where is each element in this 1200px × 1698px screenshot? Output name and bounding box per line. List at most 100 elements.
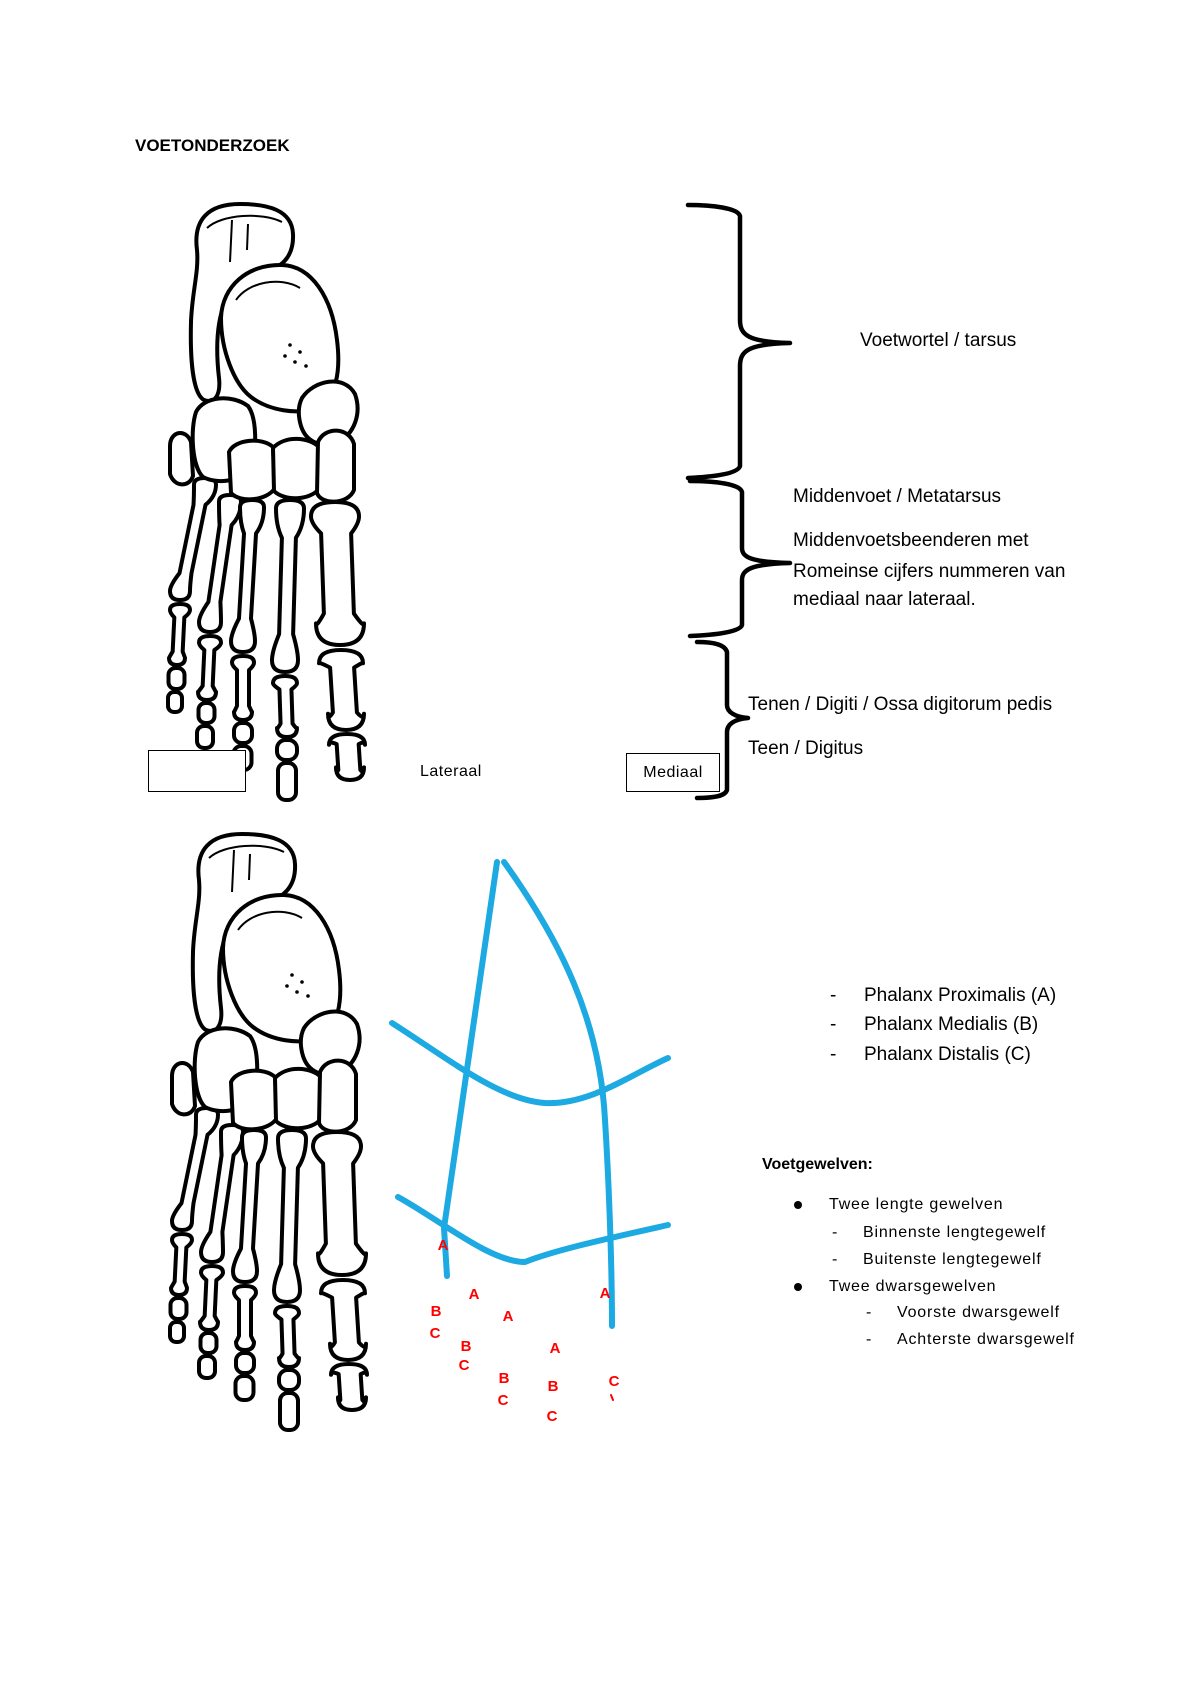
talus-texture-dot (283, 354, 287, 358)
foot-skeleton-bottom (168, 832, 369, 1432)
phalanx-letter: A (600, 1285, 611, 1302)
empty-label-box (148, 750, 246, 792)
calcaneus-contour-line (206, 214, 283, 229)
list-dash: - (830, 985, 837, 1006)
phalanx-letter: C (430, 1325, 441, 1342)
talus-texture-dot (288, 343, 292, 347)
proximal-phalanx-5-bone (167, 602, 192, 667)
phalanx-letter: B (548, 1378, 559, 1395)
list-dash: - (866, 1331, 873, 1348)
medial-label-box: Mediaal (626, 753, 720, 792)
lateral-label: Lateraal (420, 763, 482, 780)
calcaneus-hatch-line (229, 219, 233, 263)
distal-phalanx-2-bone (278, 1391, 300, 1432)
list-dash: - (832, 1251, 839, 1268)
calcaneus-hatch-line (246, 223, 249, 251)
distal-phalanx-4-bone (197, 1354, 217, 1380)
talus-texture-dot (304, 364, 308, 368)
tarsus-label: Voetwortel / tarsus (860, 330, 1017, 351)
list-dash: - (830, 1014, 837, 1035)
metatarsus-label: Middenvoet / Metatarsus (793, 486, 1002, 507)
phalanx-letter: C (547, 1408, 558, 1425)
talus-texture-dot (293, 360, 297, 364)
distal-phalanx-3-bone (233, 1374, 256, 1402)
metatarsal-3-bone (229, 498, 266, 654)
proximal-phalanx-5-bone (169, 1232, 194, 1297)
bullet-icon (794, 1201, 802, 1209)
metatarsal-5-bone (168, 476, 218, 602)
lateral-cuneiform-bone (227, 438, 277, 502)
stray-pen-mark (610, 1394, 614, 1401)
fifth-metatarsal-tuberosity-bone (168, 431, 195, 487)
digits-brace (694, 639, 751, 801)
middle-phalanx-3-bone (234, 1351, 256, 1375)
phalanx-letter: C (459, 1357, 470, 1374)
talus-texture-dot (285, 984, 289, 988)
metatarsus-note-line: mediaal naar lateraal. (793, 589, 976, 610)
bullet-icon (794, 1283, 802, 1291)
calcaneus-contour-line (208, 844, 285, 859)
talus-texture-dot (295, 990, 299, 994)
talus-texture-dot (300, 980, 304, 984)
proximal-phalanx-2-bone (273, 1304, 301, 1369)
middle-phalanx-4-bone (196, 701, 217, 725)
distal-phalanx-1-bone (327, 732, 367, 782)
proximal-phalanx-4-bone (198, 1264, 225, 1332)
anterior-transverse-arch-line (395, 1194, 671, 1265)
arch-subitem: Achterste dwarsgewelf (897, 1331, 1075, 1348)
talus-bone (219, 262, 341, 414)
proximal-phalanx-3-bone (230, 654, 256, 722)
talus-texture-dot (306, 994, 310, 998)
metatarsals-and-phalanges (168, 1106, 369, 1432)
list-dash: - (866, 1304, 873, 1321)
fifth-metatarsal-tuberosity-bone (170, 1061, 197, 1117)
medial-cuneiform-bone (315, 428, 356, 504)
lateral-longitudinal-arch-line (501, 859, 615, 1329)
phalanx-letter: B (461, 1338, 472, 1355)
middle-phalanx-5-bone (168, 1296, 189, 1321)
proximal-phalanx-3-bone (232, 1284, 258, 1352)
digits-label: Tenen / Digiti / Ossa digitorum pedis (748, 694, 1053, 715)
phalanx-letter: A (438, 1237, 449, 1254)
calcaneus-hatch-line (231, 849, 235, 893)
middle-phalanx-2-bone (277, 1368, 301, 1392)
middle-phalanx-3-bone (232, 721, 254, 745)
middle-phalanx-2-bone (275, 738, 299, 762)
foot-skeleton-top (166, 202, 367, 802)
phalanx-medialis-item: Phalanx Medialis (B) (864, 1014, 1039, 1035)
metatarsus-brace (687, 478, 793, 639)
talus-texture-dot (290, 973, 294, 977)
list-dash: - (832, 1224, 839, 1241)
proximal-phalanx-4-bone (196, 634, 223, 702)
distal-phalanx-2-bone (276, 761, 298, 802)
phalanx-letter-labels: A A B C A B C A B C B C A C (430, 1237, 620, 1425)
metatarsal-1-bone (311, 1130, 368, 1277)
distal-phalanx-5-bone (168, 1320, 186, 1344)
list-dash: - (830, 1044, 837, 1065)
phalanx-letter: C (609, 1373, 620, 1390)
metatarsal-5-bone (170, 1106, 220, 1232)
metatarsal-2-bone (270, 498, 306, 674)
medial-cuneiform-bone (317, 1058, 358, 1134)
posterior-transverse-arch-line (389, 1020, 671, 1107)
arches-heading: Voetgewelven: (762, 1156, 873, 1173)
intermediate-cuneiform-bone (271, 436, 321, 501)
metatarsal-3-bone (231, 1128, 268, 1284)
phalanx-letter: A (550, 1340, 561, 1357)
proximal-phalanx-1-bone (319, 1278, 368, 1362)
arch-group-transverse: Twee dwarsgewelven (829, 1278, 997, 1295)
arch-subitem: Buitenste lengtegewelf (863, 1251, 1042, 1268)
talus-texture-dot (298, 350, 302, 354)
medial-label: Mediaal (643, 763, 703, 781)
talus-contour-line (237, 910, 303, 931)
phalanx-letter: B (499, 1370, 510, 1387)
foot-arch-drawing (389, 859, 671, 1329)
metatarsal-1-bone (309, 500, 366, 647)
middle-phalanx-4-bone (198, 1331, 219, 1355)
arch-group-longitudinal: Twee lengte gewelven (829, 1196, 1004, 1213)
metatarsals-and-phalanges (166, 476, 367, 802)
proximal-phalanx-1-bone (317, 648, 366, 732)
arch-subitem: Voorste dwarsgewelf (897, 1304, 1060, 1321)
digit-label: Teen / Digitus (748, 738, 864, 759)
calcaneus-hatch-line (248, 853, 251, 881)
